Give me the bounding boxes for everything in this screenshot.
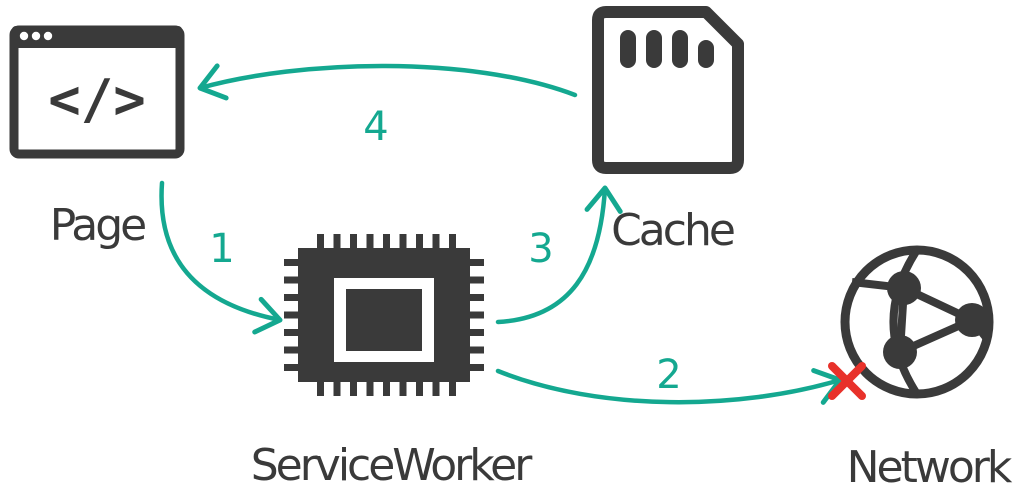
- step-label-4: 4: [363, 104, 388, 150]
- node-label-cache: Cache: [611, 205, 734, 256]
- step-label-2: 2: [656, 352, 681, 398]
- chip-pin: [466, 259, 484, 266]
- chip-pin: [383, 378, 390, 396]
- chip-pin: [317, 378, 324, 396]
- chip-pin: [366, 234, 374, 252]
- chip-pin: [333, 378, 341, 396]
- chip-pin: [449, 378, 456, 396]
- chip-pin: [284, 259, 302, 266]
- chip-pin: [432, 234, 440, 252]
- chip-pin: [466, 364, 484, 371]
- chip-pin: [284, 276, 302, 284]
- error-cross-icon: [828, 362, 866, 400]
- chip-pin: [466, 329, 484, 336]
- chip-pin: [399, 234, 407, 252]
- chip-pin: [284, 311, 302, 319]
- arrow-step-2: [495, 368, 843, 405]
- node-label-service-worker: ServiceWorker: [251, 440, 534, 491]
- chip-pin: [466, 346, 484, 354]
- chip-pin: [449, 234, 456, 252]
- chip-pin: [416, 234, 423, 252]
- node-label-network: Network: [847, 442, 1013, 492]
- chip-pin: [284, 329, 302, 336]
- chip-pin: [350, 234, 357, 252]
- chip-pin: [333, 234, 341, 252]
- chip-icon: [284, 234, 484, 396]
- sd-card-icon: [592, 6, 744, 174]
- chip-pin: [350, 378, 357, 396]
- chip-pin: [383, 234, 390, 252]
- arrow-step-1: [159, 180, 283, 335]
- globe-network-icon: [840, 245, 994, 399]
- chip-pin: [366, 378, 374, 396]
- browser-code-glyph: </>: [48, 68, 146, 131]
- chip-pin: [432, 378, 440, 396]
- chip-pin: [466, 294, 484, 301]
- chip-pin: [284, 294, 302, 301]
- chip-pin: [317, 234, 324, 252]
- arrow-step-3: [495, 185, 623, 325]
- chip-pin: [416, 378, 423, 396]
- chip-pin: [466, 276, 484, 284]
- node-label-page: Page: [50, 200, 145, 251]
- chip-pin: [284, 346, 302, 354]
- chip-pin: [284, 364, 302, 371]
- chip-pin: [466, 311, 484, 319]
- chip-pin: [399, 378, 407, 396]
- browser-code-icon: </>: [9, 25, 185, 159]
- arrow-step-4: [197, 63, 578, 101]
- step-label-1: 1: [209, 226, 234, 272]
- step-label-3: 3: [528, 226, 553, 272]
